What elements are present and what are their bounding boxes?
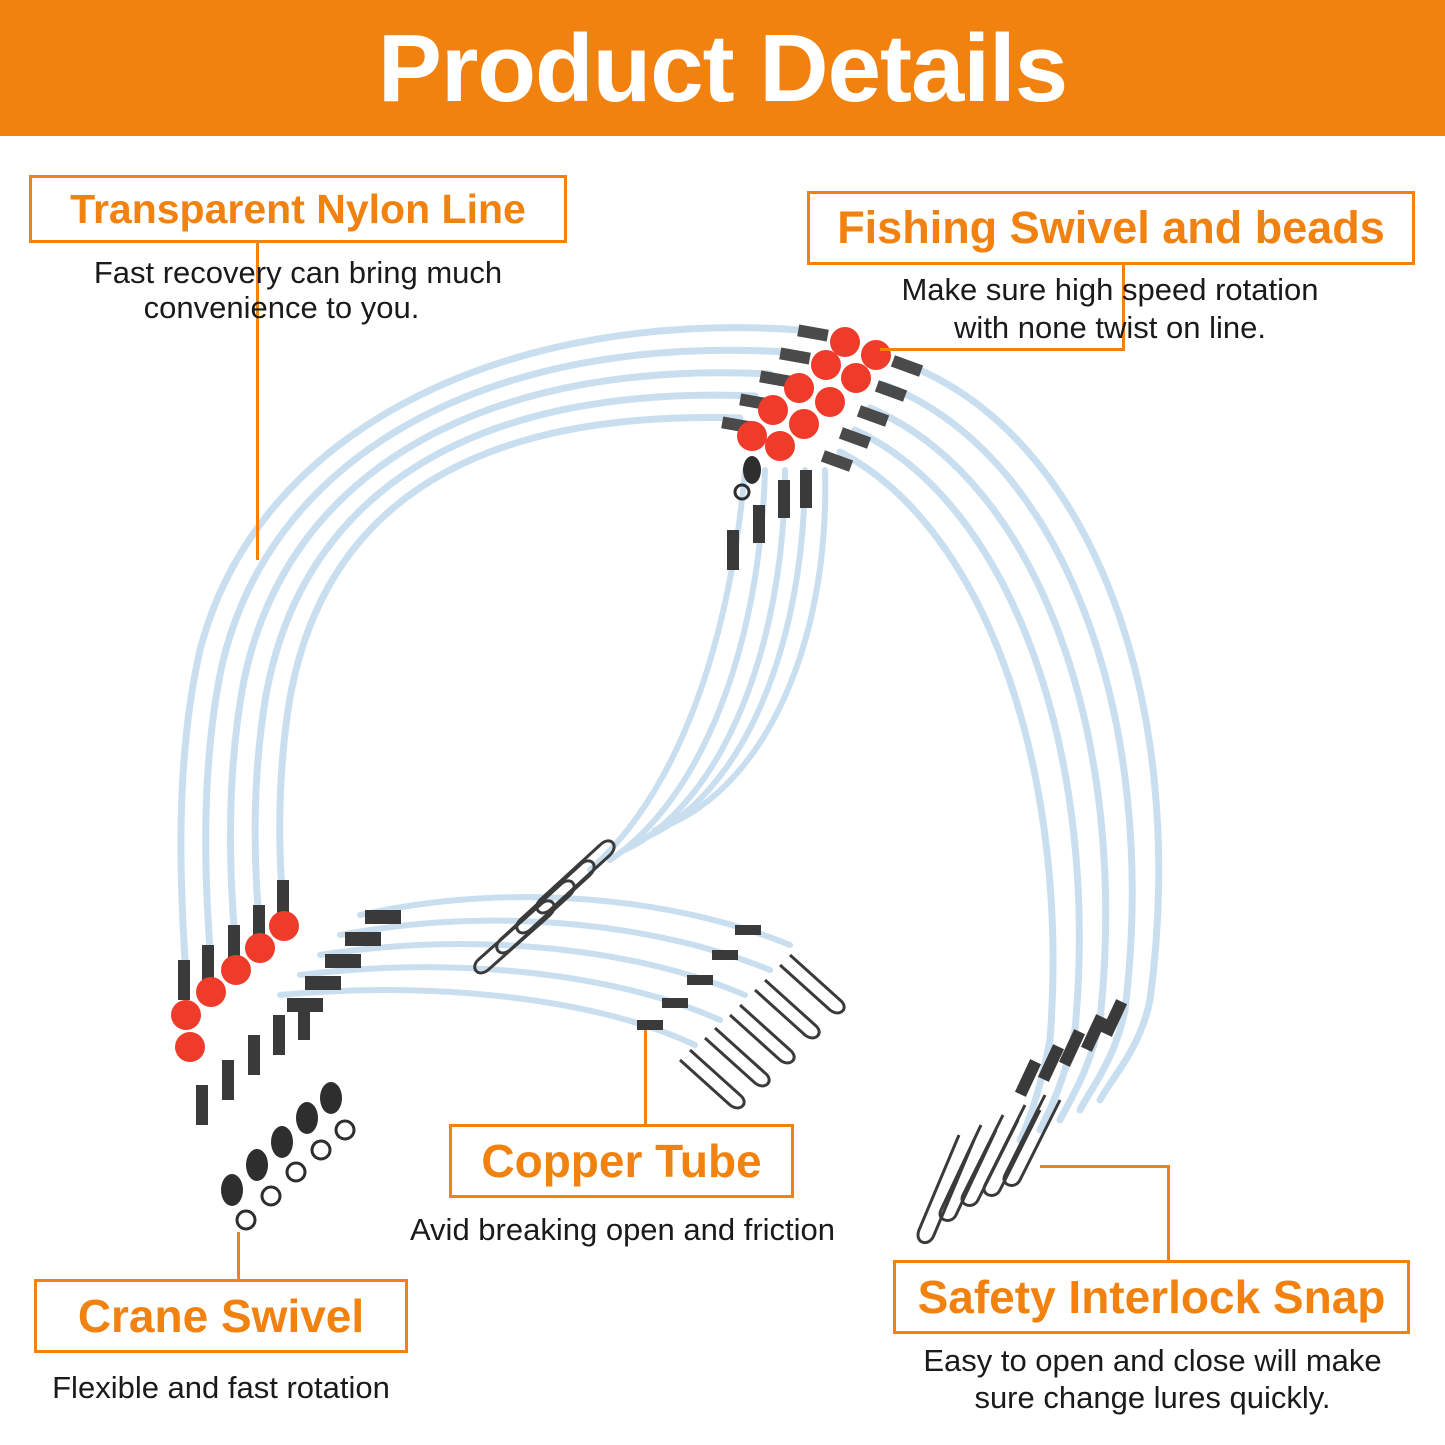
swivel-beads-desc-line2: with none twist on line. [954,310,1266,345]
right-safety-snap-cluster [916,999,1128,1245]
leader-swivel-beads [1122,264,1125,350]
nylon-line-desc-line2: convenience to you. [143,290,420,325]
lower-right-snap-cluster [637,925,846,1110]
leader-copper-tube [644,1030,647,1125]
nylon-lines-center [587,467,829,873]
leader-crane-swivel [237,1232,240,1280]
safety-snap-desc-line2: sure change lures quickly. [974,1380,1331,1415]
lower-left-swivel-cluster [171,880,401,1231]
safety-snap-label: Safety Interlock Snap [893,1260,1410,1334]
safety-snap-desc-line1: Easy to open and close will make [923,1343,1382,1378]
leader-swivel-beads-h [880,348,1125,351]
nylon-line-desc-line1: Fast recovery can bring much [93,255,503,290]
crane-swivel-desc: Flexible and fast rotation [52,1370,390,1405]
crane-swivel-label: Crane Swivel [34,1279,408,1353]
page-title: Product Details [377,15,1068,122]
copper-tube-label: Copper Tube [449,1124,794,1198]
swivel-beads-label: Fishing Swivel and beads [807,191,1415,265]
header-banner: Product Details [0,0,1445,136]
nylon-lines-left [177,324,804,964]
top-bead-cluster [721,324,924,570]
leader-safety-snap-h [1040,1165,1170,1168]
leader-safety-snap-v [1167,1165,1170,1261]
copper-tube-desc: Avid breaking open and friction [409,1212,836,1247]
leader-nylon-line [256,242,259,560]
nylon-lines-right [836,358,1163,1144]
middle-snap-cluster [473,839,616,975]
nylon-line-label: Transparent Nylon Line [29,175,567,243]
swivel-beads-desc-line1: Make sure high speed rotation [901,272,1319,307]
nylon-lines-lower [277,894,793,1048]
